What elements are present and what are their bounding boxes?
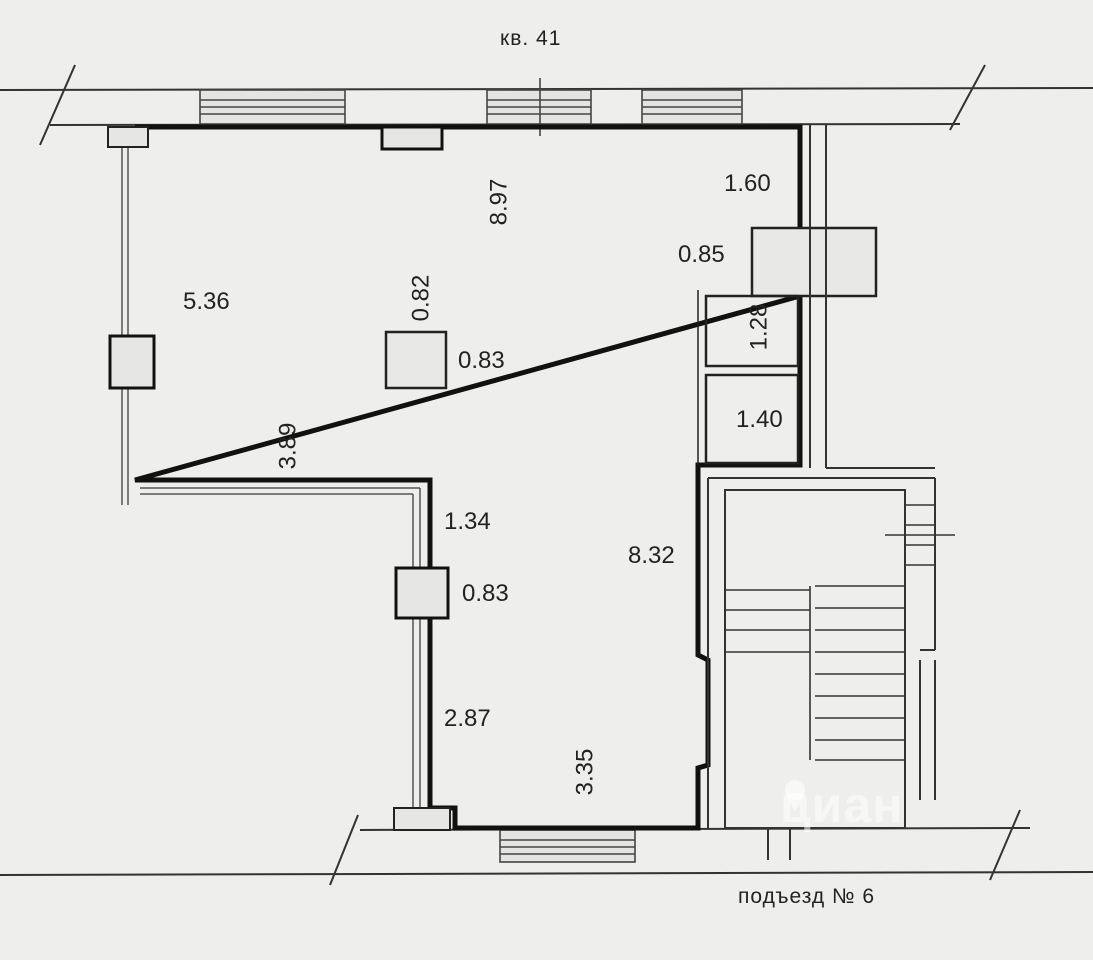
dim-inner-upper: 1.34 bbox=[444, 508, 491, 535]
left-pier bbox=[108, 334, 156, 390]
bottom-pier bbox=[393, 807, 451, 831]
left-thin-wall bbox=[121, 148, 421, 810]
entrance-label: подъезд № 6 bbox=[738, 885, 876, 908]
top-windows bbox=[199, 78, 743, 136]
dim-left-wall: 5.36 bbox=[183, 288, 230, 315]
stair-treads bbox=[725, 504, 955, 761]
dim-step: 0.85 bbox=[678, 241, 725, 268]
top-niche bbox=[380, 125, 444, 151]
dim-column-height: 0.82 bbox=[407, 274, 435, 322]
dim-right-long: 8.32 bbox=[628, 542, 675, 569]
top-left-pier bbox=[107, 126, 149, 148]
unit-outline bbox=[134, 124, 803, 831]
dim-column-width: 0.83 bbox=[458, 347, 505, 374]
central-column bbox=[384, 330, 448, 390]
dim-right-top: 1.60 bbox=[724, 170, 771, 197]
dim-inner-lower: 2.87 bbox=[444, 705, 491, 732]
dim-inner-column: 0.83 bbox=[462, 580, 509, 607]
stair-core bbox=[707, 124, 936, 860]
dim-storage-lower: 1.40 bbox=[736, 406, 783, 433]
map-pin-icon bbox=[785, 780, 805, 812]
bottom-window bbox=[499, 829, 636, 863]
dim-bottom-wall: 3.35 bbox=[571, 748, 599, 796]
dim-storage-upper: 1.28 bbox=[745, 303, 773, 351]
storage-cells bbox=[697, 290, 800, 465]
building-outline bbox=[0, 64, 1093, 886]
watermark-logo: циан bbox=[780, 777, 904, 833]
apartment-label: кв. 41 bbox=[500, 27, 562, 50]
inner-column bbox=[394, 566, 450, 620]
right-shaft bbox=[750, 226, 878, 298]
dim-inner-horizontal: 3.89 bbox=[274, 422, 302, 470]
dim-top-wall: 8.97 bbox=[485, 178, 513, 226]
